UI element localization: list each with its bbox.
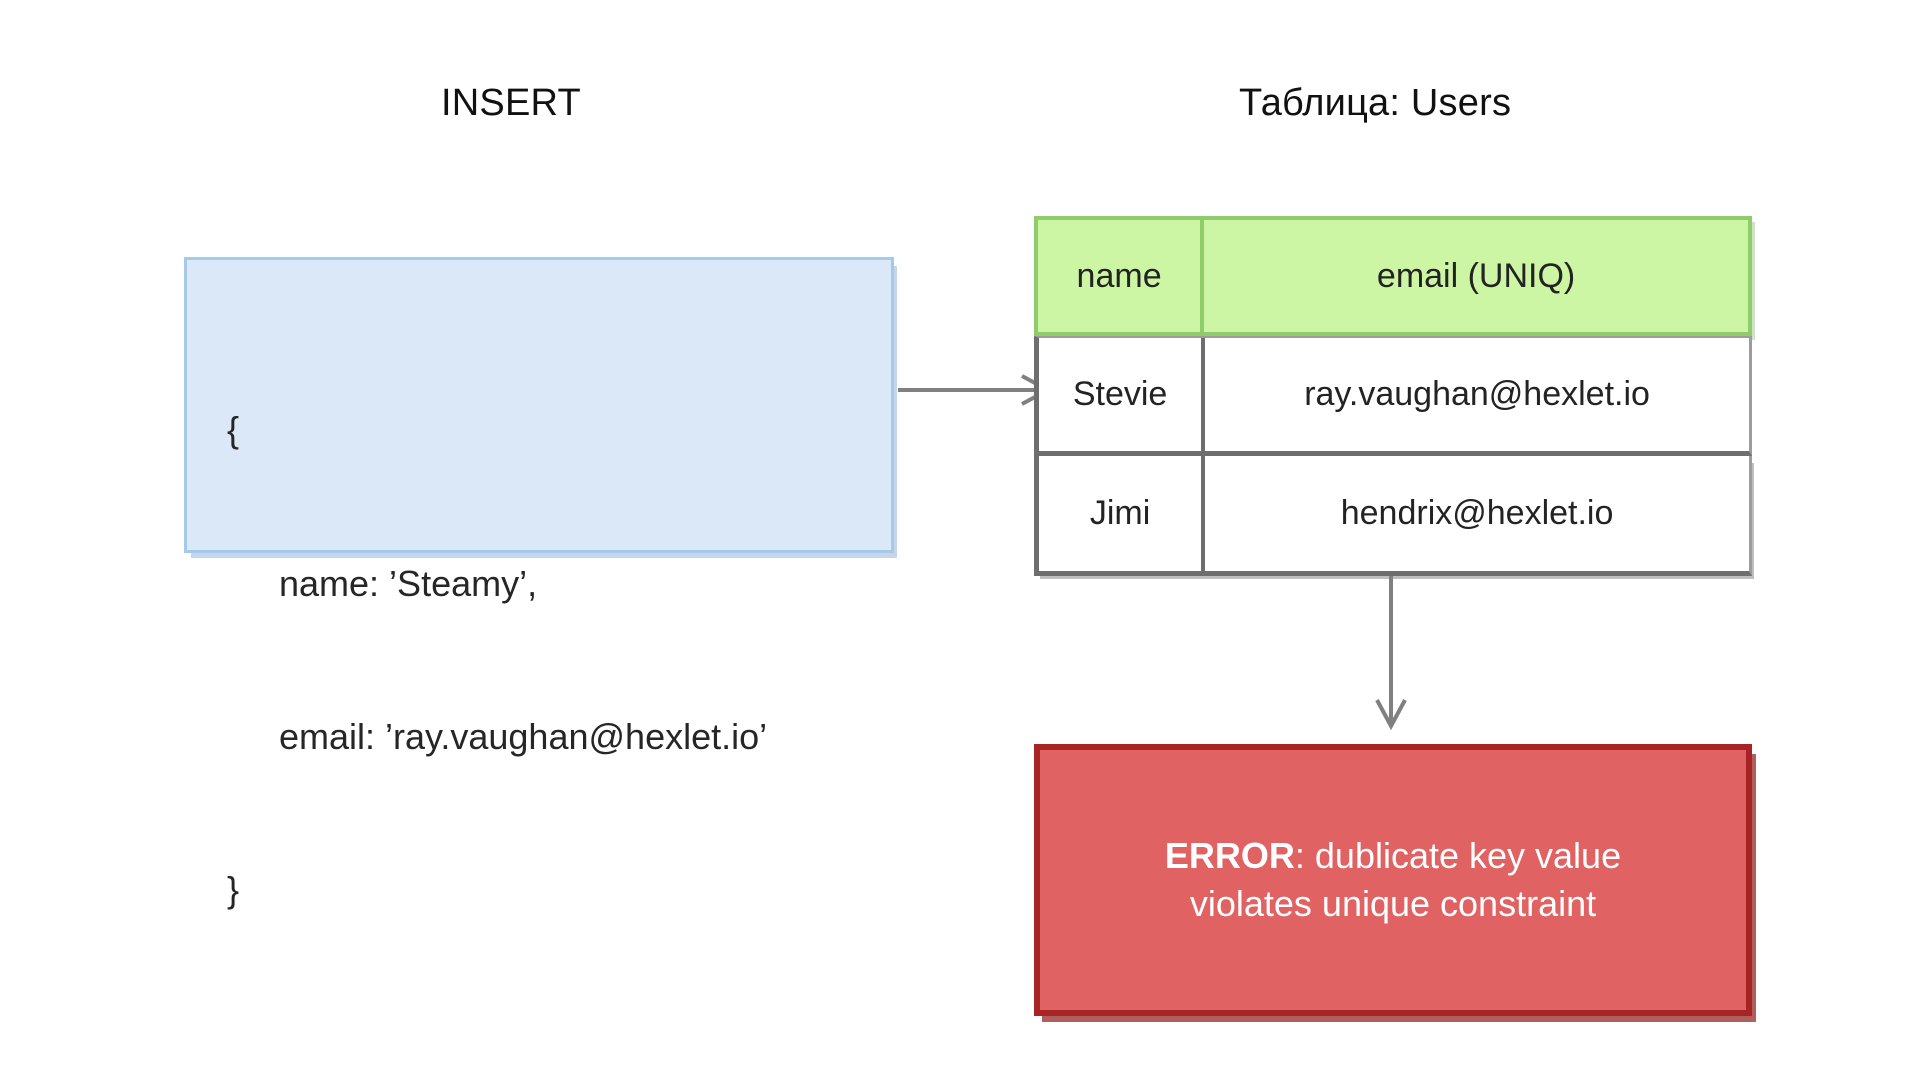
error-message-box: ERROR: dublicate key value violates uniq… [1034,744,1752,1016]
code-close-brace: } [227,869,240,911]
error-message-line-1: dublicate key value [1314,835,1622,877]
users-table: name email (UNIQ) Stevie ray.vaughan@hex… [1034,216,1752,576]
code-field-email: email: ’ray.vaughan@hexlet.io’ [279,715,768,757]
insert-payload-box: { name: ’Steamy’, email: ’ray.vaughan@he… [184,257,894,910]
error-message-text: ERROR: dublicate key value violates uniq… [1147,832,1639,927]
cell-name: Jimi [1039,456,1206,571]
table-row: Jimi hendrix@hexlet.io [1034,456,1752,576]
cell-email: ray.vaughan@hexlet.io [1304,375,1650,413]
cell-name: Stevie [1039,338,1206,451]
column-header-name: name [1038,220,1205,332]
table-row: Stevie ray.vaughan@hexlet.io [1034,336,1752,456]
error-label: ERROR [1164,835,1295,877]
arrow-down-icon [1375,576,1407,731]
code-open-brace: { [227,409,240,451]
error-message-line-2: violates unique constraint [1189,883,1597,924]
insert-title: INSERT [441,82,581,124]
error-separator: : [1294,835,1315,877]
users-table-title: Таблица: Users [1239,82,1512,124]
table-header-row: name email (UNIQ) [1034,216,1752,336]
cell-email: hendrix@hexlet.io [1340,494,1614,532]
insert-payload-code: { name: ’Steamy’, email: ’ray.vaughan@he… [227,302,767,1018]
column-header-email: email (UNIQ) [1376,256,1576,295]
code-field-name: name: ’Steamy’, [279,562,538,604]
